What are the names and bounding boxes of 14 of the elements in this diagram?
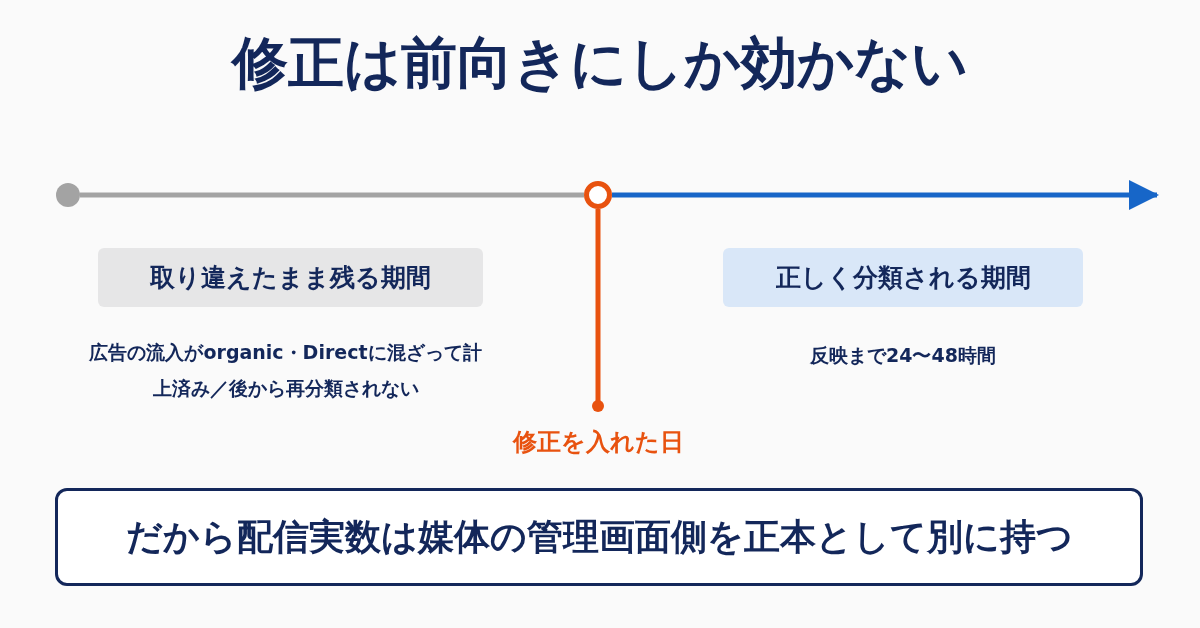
point-label: 修正を入れた日	[512, 427, 684, 458]
conclusion-text: だから配信実数は媒体の管理画面側を正本として別に持つ	[125, 514, 1073, 559]
period-label: 正しく分類される期間	[775, 262, 1031, 294]
leader-line	[592, 209, 604, 412]
period-note: 広告の流入がorganic・Directに混ざって計上済み／後から再分類されない	[88, 340, 483, 401]
timeline-arrow	[612, 180, 1159, 210]
period-box	[723, 248, 1083, 307]
timeline-line	[80, 192, 584, 198]
period-label: 取り違えたまま残る期間	[150, 262, 431, 294]
conclusion-box	[55, 488, 1143, 586]
period-note: 反映まで24〜48時間	[809, 343, 997, 368]
start-dot	[56, 183, 80, 207]
title: 修正は前向きにしか効かない	[229, 29, 969, 97]
correction-point-circle	[584, 181, 612, 209]
